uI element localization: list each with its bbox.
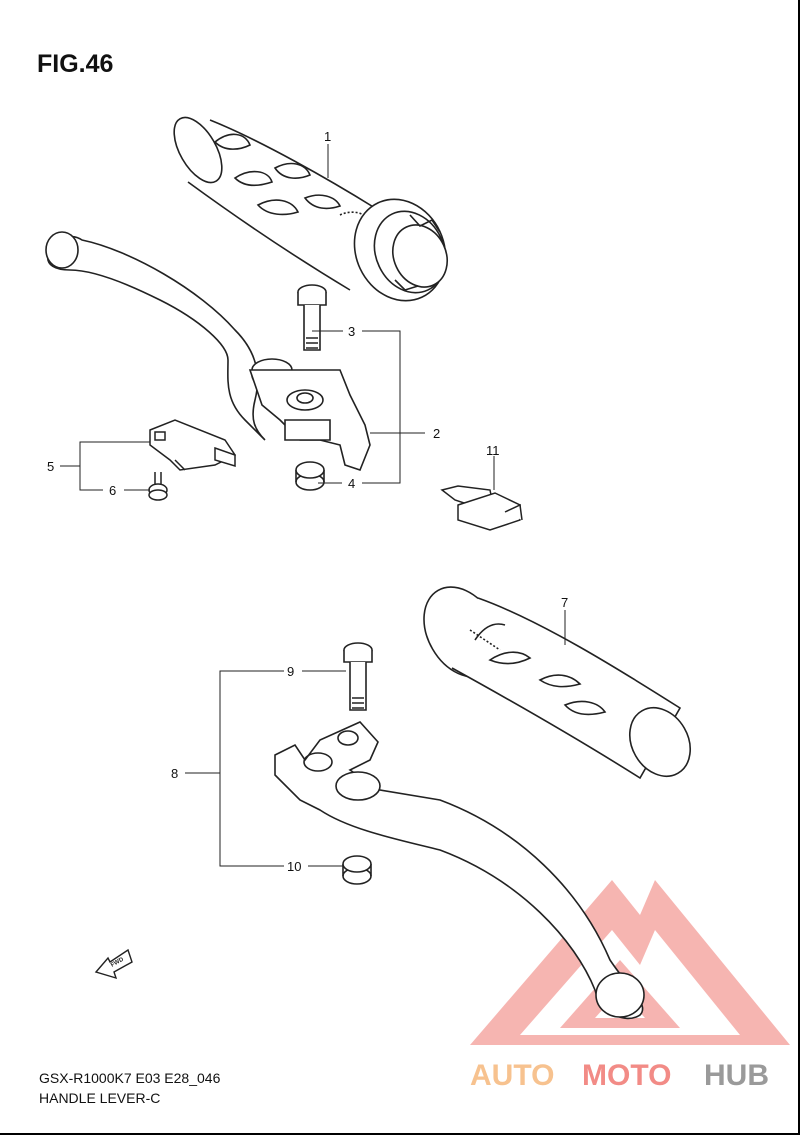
callout-8: 8 — [171, 766, 178, 781]
leader-lines — [60, 144, 566, 867]
callout-6: 6 — [109, 483, 116, 498]
section-name: HANDLE LEVER-C — [39, 1090, 161, 1106]
watermark-text: AUTO MOTO HUB — [470, 1059, 769, 1092]
pivot-bolt-upper — [297, 284, 327, 351]
callout-4: 4 — [348, 476, 355, 491]
nut-upper — [295, 461, 325, 491]
callout-7: 7 — [561, 595, 568, 610]
figure-title: FIG.46 — [37, 50, 114, 78]
callout-1: 1 — [324, 129, 331, 144]
throttle-grip — [173, 116, 448, 302]
clutch-lever-upper — [45, 231, 371, 471]
model-code: GSX-R1000K7 E03 E28_046 — [39, 1070, 221, 1086]
brake-switch — [440, 485, 523, 531]
pivot-bolt-lower — [343, 642, 373, 711]
lever-switch — [149, 419, 237, 471]
callout-10: 10 — [287, 859, 301, 874]
callout-11: 11 — [486, 443, 500, 458]
watermark-auto: AUTO — [470, 1059, 554, 1092]
fwd-arrow-icon: FWD — [94, 948, 133, 980]
watermark-moto: MOTO — [582, 1059, 671, 1092]
nut-lower — [342, 855, 372, 885]
watermark-logo — [470, 880, 790, 1045]
switch-screw — [148, 472, 168, 501]
brake-lever-lower — [274, 721, 645, 1020]
watermark-hub: HUB — [704, 1059, 769, 1092]
left-grip — [423, 586, 691, 780]
callout-3: 3 — [348, 324, 355, 339]
callout-2: 2 — [433, 426, 440, 441]
callout-9: 9 — [287, 664, 294, 679]
callout-5: 5 — [47, 459, 54, 474]
callout-numbers: 1 2 3 4 5 6 7 8 9 10 11 — [47, 129, 568, 874]
